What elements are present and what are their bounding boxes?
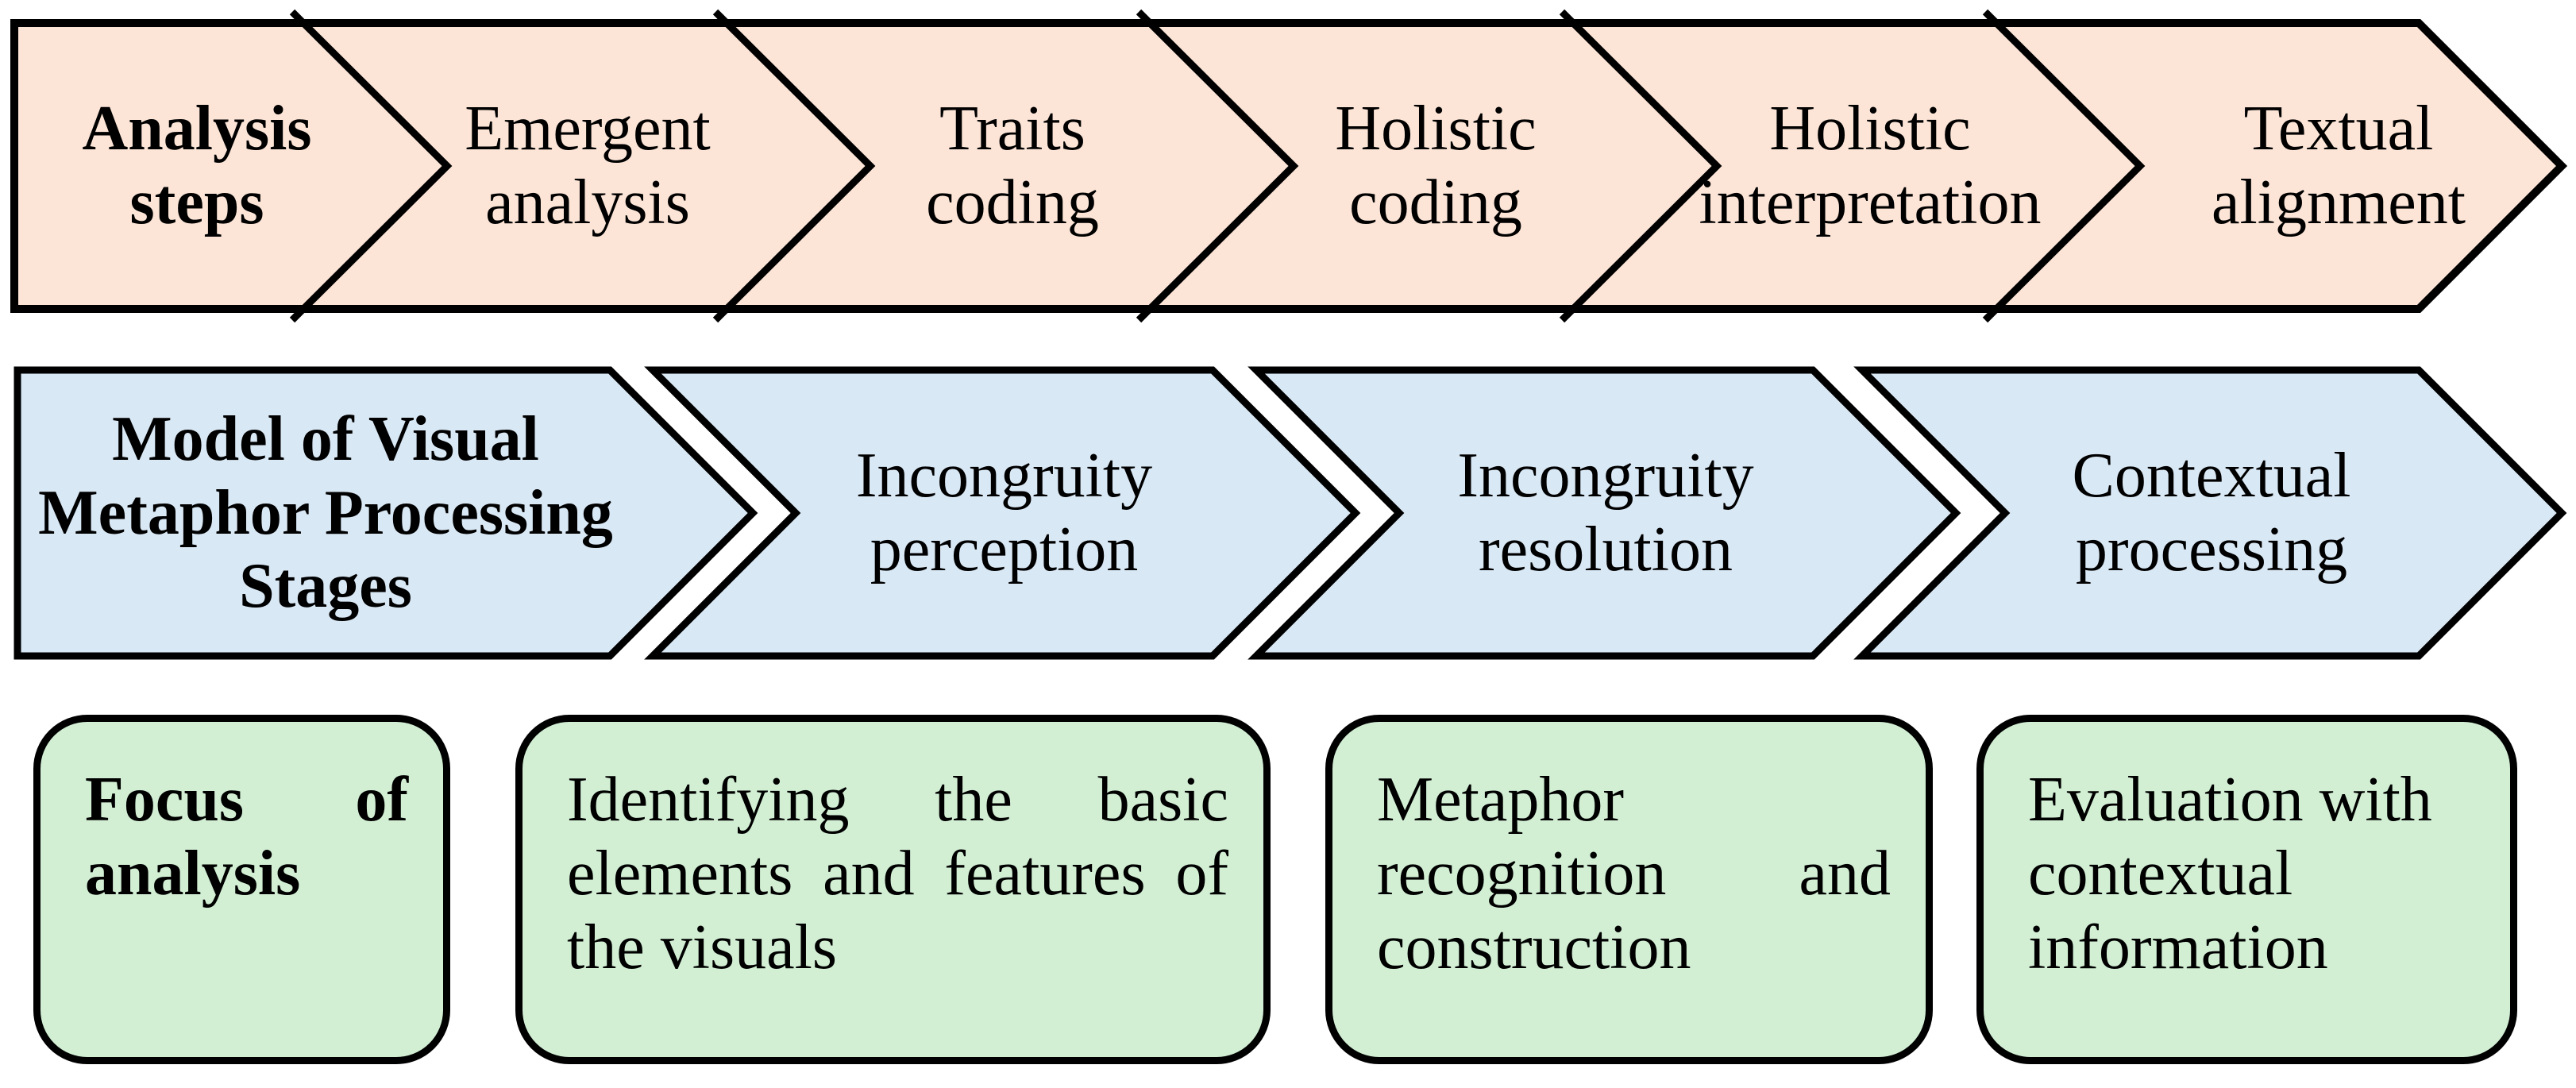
step-label-emergent-analysis: Emergent analysis [465,94,711,237]
stage-arrow-model-label [13,366,758,660]
step-label-textual-alignment: Textual alignment [2212,94,2466,237]
step-label-holistic-interpretation: Holistic interpretation [1699,94,2042,237]
chevron-separator [1982,9,2146,323]
stage-arrow-contextual-processing [1853,366,2567,660]
focus-box-identifying-elements: Identifying the basic elements and featu… [515,715,1271,1064]
stage-label-incongruity-perception: Incongruity perception [855,441,1153,585]
stage-label-incongruity-resolution: Incongruity resolution [1457,441,1754,585]
focus-box-evaluation: Evaluation with contextual information [1976,715,2517,1064]
chevron-separator [1136,9,1299,323]
focus-box-identifying-text: Identifying the basic elements and featu… [567,765,1228,982]
analysis-steps-banner [10,19,2568,313]
focus-box-label-text: Focus of analysis [85,765,408,909]
focus-box-metaphor-recognition: Metaphor recognition and construction [1325,715,1933,1064]
stage-label-contextual-processing: Contextual processing [2072,441,2351,585]
focus-box-metaphor-text: Metaphor recognition and construction [1377,765,1891,982]
step-label-analysis-steps: Analysis steps [82,94,312,237]
step-label-traits-coding: Traits coding [926,94,1099,237]
stage-arrow-incongruity-resolution [1248,366,1961,660]
chevron-separator [712,9,876,323]
stage-label-model: Model of Visual Metaphor Processing Stag… [38,403,613,622]
step-label-holistic-coding: Holistic coding [1335,94,1537,237]
chevron-separator [1559,9,1722,323]
chevron-separator [289,9,453,323]
focus-box-label: Focus of analysis [33,715,450,1064]
focus-box-evaluation-text: Evaluation with contextual information [2028,765,2432,982]
stage-arrow-incongruity-perception [644,366,1361,660]
